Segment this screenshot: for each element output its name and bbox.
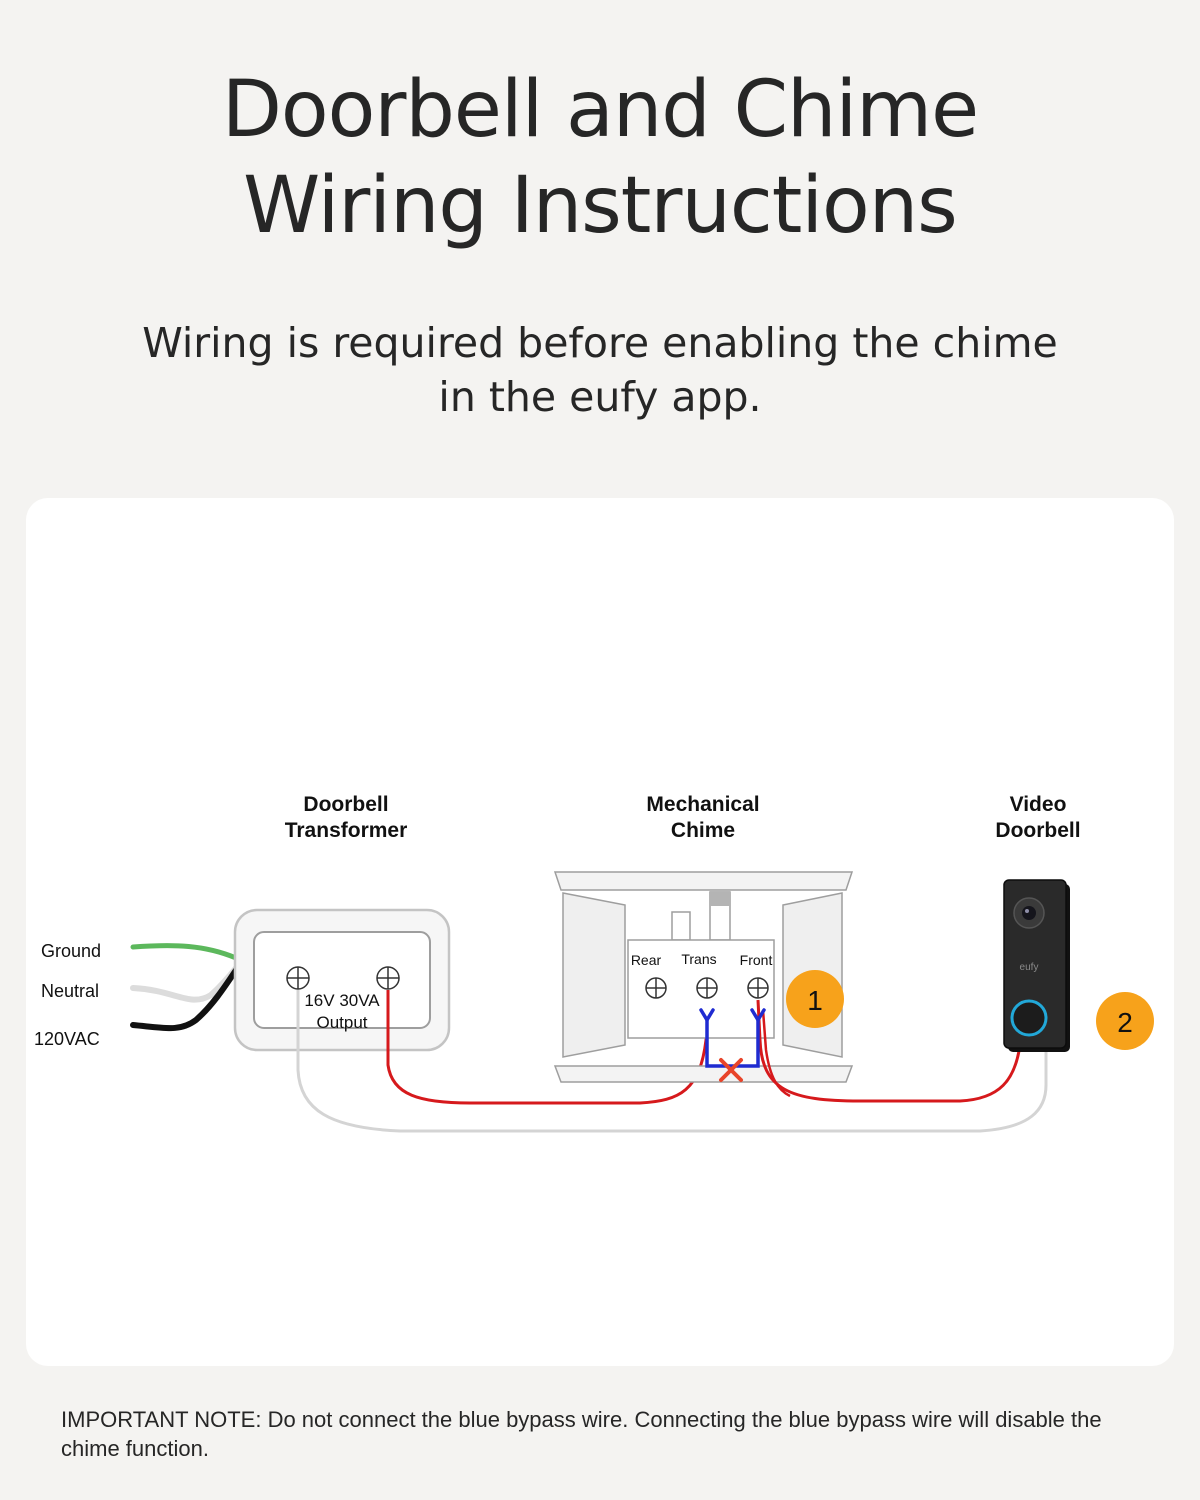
doorbell-heading-line-1: Video: [1010, 793, 1067, 816]
chime-heading-line-1: Mechanical: [646, 793, 759, 816]
bypass-cross-icon: [719, 1058, 743, 1082]
chime-heading-line-2: Chime: [671, 819, 735, 842]
transformer-output-label: Output: [316, 1013, 367, 1032]
transformer-heading-line-2: Transformer: [285, 819, 408, 842]
transformer-rating: 16V 30VA: [304, 991, 380, 1010]
mains-label-120vac: 120VAC: [34, 1029, 100, 1049]
mains-label-ground: Ground: [41, 941, 101, 961]
chime-terminal-label-rear: Rear: [631, 952, 662, 968]
chime-terminal-label-trans: Trans: [681, 951, 716, 967]
video-doorbell: eufy: [1003, 879, 1070, 1052]
important-note: IMPORTANT NOTE: Do not connect the blue …: [61, 1407, 1102, 1461]
step-badge-1: 1: [786, 970, 844, 1028]
chime-terminal-front-icon: [747, 977, 769, 999]
doorbell-transformer: 16V 30VA Output: [233, 908, 451, 1052]
mechanical-chime: Rear Trans Front: [553, 871, 854, 1083]
page-title-line-2: Wiring Instructions: [243, 161, 958, 251]
return-wire: [296, 990, 1048, 1133]
transformer-heading-line-1: Doorbell: [303, 793, 388, 816]
doorbell-heading-line-2: Doorbell: [995, 819, 1080, 842]
transformer-terminal-left-icon: [286, 966, 310, 990]
step-badge-2: 2: [1096, 992, 1154, 1050]
chime-terminal-label-front: Front: [740, 952, 773, 968]
page-title: Doorbell and Chime Wiring Instructions: [0, 62, 1200, 254]
hot-wire: [130, 967, 239, 1032]
chime-to-doorbell-wire: [756, 999, 1023, 1103]
page-title-line-1: Doorbell and Chime: [221, 65, 979, 155]
chime-to-doorbell-wire-jumper: [761, 1009, 791, 1098]
page-subtitle-line-1: Wiring is required before enabling the c…: [142, 319, 1058, 367]
doorbell-brand: eufy: [1020, 962, 1039, 973]
step-badge-2-label: 2: [1117, 1007, 1133, 1038]
step-badge-1-label: 1: [807, 985, 823, 1016]
mains-label-neutral: Neutral: [41, 981, 99, 1001]
chime-terminal-rear-icon: [645, 977, 667, 999]
ground-wire: [130, 943, 239, 961]
page-subtitle: Wiring is required before enabling the c…: [0, 316, 1200, 424]
page-subtitle-line-2: in the eufy app.: [438, 373, 762, 421]
doorbell-button-icon: [1010, 999, 1048, 1037]
transformer-terminal-right-icon: [376, 966, 400, 990]
chime-terminal-trans-icon: [696, 977, 718, 999]
